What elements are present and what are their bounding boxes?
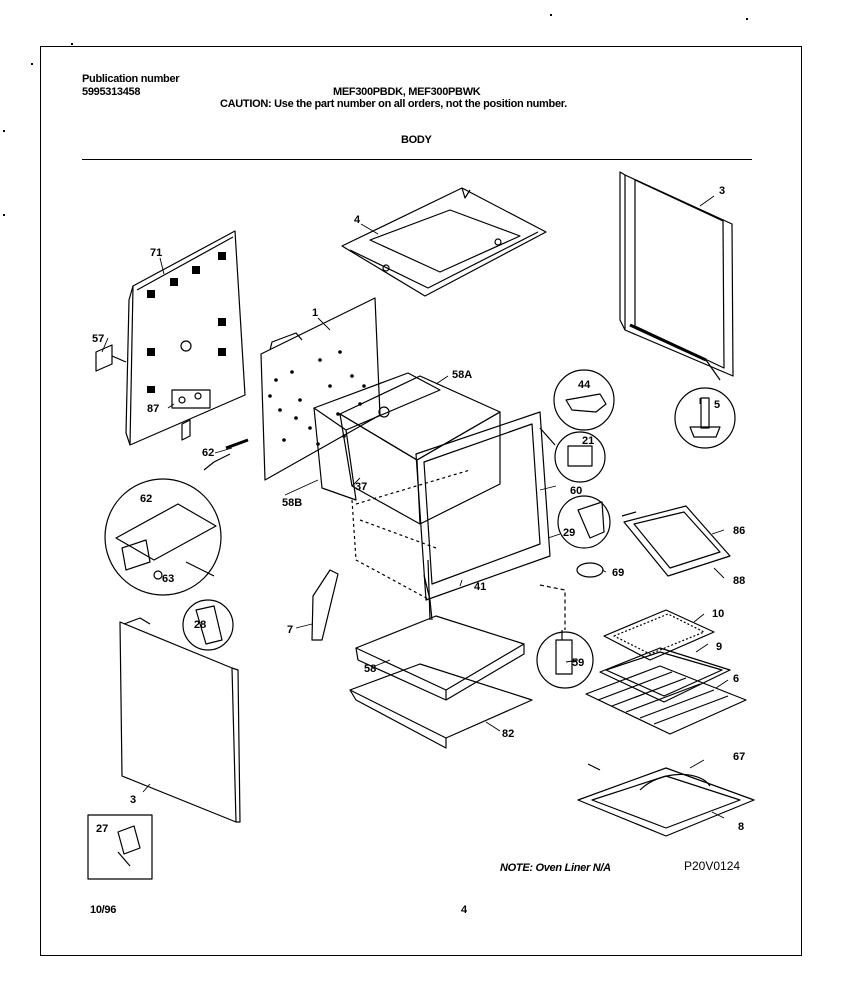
callout-1: 1 [312,307,318,319]
callout-82: 82 [502,728,514,740]
drawing-code: P20V0124 [684,859,741,873]
callout-58B: 58B [282,497,302,509]
callout-41: 41 [474,581,486,593]
callout-87: 87 [147,403,159,415]
callout-10: 10 [712,608,724,620]
hinge-7-part [311,569,339,641]
callout-44: 44 [578,379,591,391]
callout-3-right: 3 [719,185,725,197]
bracket-57-part [95,344,127,372]
plug-69-part [576,562,604,578]
callout-62-lower: 62 [140,493,152,505]
callout-6: 6 [733,673,739,685]
callout-8: 8 [738,821,744,833]
callout-57: 57 [92,333,104,345]
publication-number: 5995313458 [82,86,141,98]
clip-29-part [557,495,611,549]
broiler-pan-9-part [599,647,731,703]
front-side-panel-part [119,617,241,823]
callout-62-upper: 62 [202,447,214,459]
callout-7: 7 [287,624,293,636]
bracket-28-part [182,599,234,651]
terminal-block-62-part [104,438,249,596]
broil-element-86-part [621,505,731,577]
side-panel-part [260,297,381,481]
callout-88: 88 [733,575,745,587]
oven-rack-6-part [585,665,747,735]
callout-63: 63 [162,573,174,585]
oven-liner-note: NOTE: Oven Liner N/A [500,862,611,874]
right-side-panel-part [619,171,734,381]
model-numbers: MEF300PBDK, MEF300PBWK [333,86,481,98]
bracket-27-inset [87,814,153,880]
page-number: 4 [461,904,467,916]
callout-71: 71 [150,247,162,259]
leveling-leg-part [674,387,736,449]
callout-29: 29 [563,527,575,539]
callout-67: 67 [733,751,745,763]
leader-lines [101,195,729,819]
callout-4: 4 [354,214,361,226]
callout-69: 69 [612,567,624,579]
callout-labels: 71 57 87 62 62 63 1 4 3 5 58A 58B 37 44 … [92,185,745,835]
bake-element-8-part [577,763,755,837]
callout-27: 27 [96,823,108,835]
callout-5: 5 [714,399,720,411]
knob-44-part [553,369,615,431]
callout-58: 58 [364,663,376,675]
switch-21-part [539,427,606,483]
section-title: BODY [401,134,432,146]
broiler-grid-10-part [603,609,715,661]
publication-label: Publication number [82,73,180,85]
insulation-58-part [355,615,525,701]
callout-21: 21 [582,435,594,447]
revision-date: 10/96 [90,904,117,916]
callout-58A: 58A [452,369,472,381]
oven-cavity-part [313,372,551,621]
callout-86: 86 [733,525,745,537]
callout-59: 59 [572,657,584,669]
header-divider [82,159,752,160]
bottom-panel-82-part [349,663,533,749]
callout-60: 60 [570,485,582,497]
rear-panel-part [125,230,246,446]
callout-9: 9 [716,641,722,653]
caution-text: CAUTION: Use the part number on all orde… [220,98,567,110]
callout-37: 37 [355,481,367,493]
callout-28: 28 [194,619,206,631]
top-panel-part [341,187,547,297]
sensor-59-part [536,584,594,689]
callout-3-front: 3 [130,794,136,806]
diagram-frame [40,46,802,956]
